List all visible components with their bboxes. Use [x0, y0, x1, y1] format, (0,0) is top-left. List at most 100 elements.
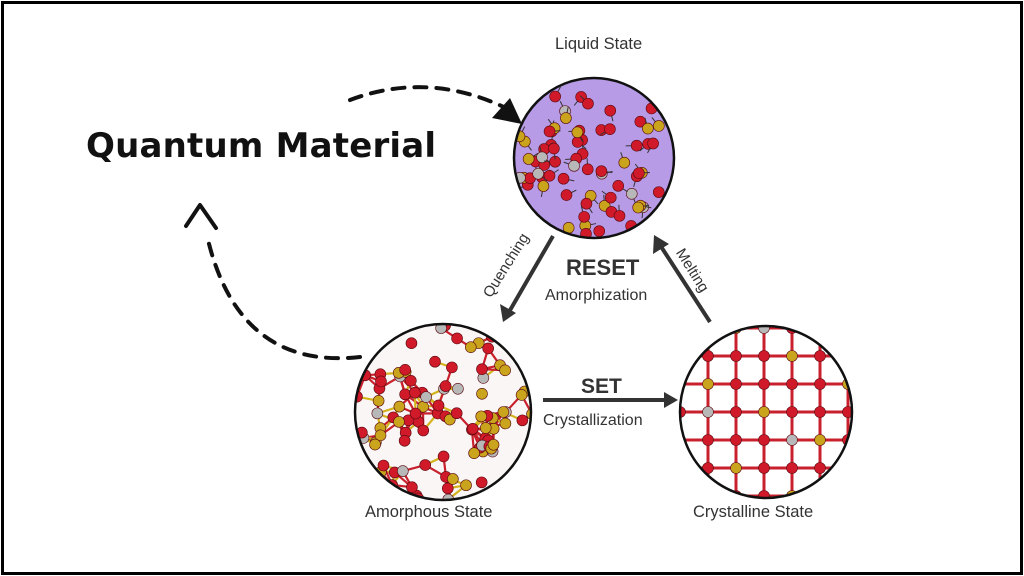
- atom: [549, 90, 561, 103]
- atom: [633, 167, 645, 179]
- atom: [653, 120, 665, 132]
- atom: [548, 142, 560, 155]
- atom: [652, 186, 665, 198]
- atom: [680, 350, 686, 362]
- liquid-state-circle: [512, 76, 676, 240]
- atom: [405, 337, 418, 349]
- atom: [786, 434, 798, 446]
- atom: [560, 189, 573, 201]
- atom: [393, 416, 405, 428]
- atom: [578, 211, 590, 223]
- atom: [786, 462, 798, 474]
- atom: [487, 438, 500, 451]
- atom: [568, 160, 580, 172]
- atom: [460, 479, 472, 492]
- atom: [702, 326, 714, 334]
- atom: [571, 126, 584, 139]
- atom: [702, 350, 714, 362]
- atom: [429, 355, 441, 368]
- atom: [557, 172, 570, 185]
- atom: [452, 382, 464, 395]
- atom: [758, 434, 770, 446]
- amorphous-state-circle: [353, 322, 533, 502]
- atom: [730, 350, 742, 362]
- atom: [730, 434, 742, 446]
- atom: [814, 326, 826, 334]
- atom: [399, 388, 411, 401]
- atom: [612, 180, 625, 192]
- atom: [604, 104, 617, 117]
- atom: [758, 378, 770, 390]
- atom: [499, 364, 511, 377]
- atom: [397, 465, 409, 477]
- atom: [447, 473, 459, 485]
- atom: [758, 406, 770, 418]
- atom: [377, 459, 390, 472]
- atom: [702, 406, 714, 418]
- atom: [369, 438, 381, 451]
- atom: [406, 481, 418, 493]
- atom: [522, 153, 535, 165]
- atom: [758, 326, 770, 334]
- atom: [393, 400, 406, 413]
- atom: [479, 422, 492, 434]
- atom: [680, 406, 686, 418]
- atom: [419, 459, 432, 471]
- atom: [814, 406, 826, 418]
- amorphous-state-label: Amorphous State: [365, 503, 493, 521]
- atom: [398, 434, 411, 447]
- atom: [814, 350, 826, 362]
- atom: [604, 123, 616, 135]
- atom: [758, 490, 770, 498]
- atom: [482, 342, 494, 355]
- atom: [450, 407, 463, 420]
- atom: [582, 97, 594, 110]
- atom: [441, 482, 454, 495]
- dashed-arrow-to-liquid: [348, 85, 512, 112]
- atom: [814, 490, 826, 498]
- atom: [432, 399, 445, 412]
- atom: [786, 350, 798, 362]
- atom: [499, 417, 512, 430]
- atom: [595, 165, 608, 177]
- atom: [702, 434, 714, 446]
- atom: [560, 112, 572, 124]
- atom: [625, 187, 638, 200]
- atom: [730, 462, 742, 474]
- atom: [730, 378, 742, 390]
- amorphization-label: Amorphization: [545, 287, 648, 304]
- atom: [630, 139, 643, 152]
- atom: [399, 364, 411, 376]
- atom: [786, 406, 798, 418]
- atom: [435, 324, 447, 334]
- melting-arrow: [653, 235, 712, 324]
- atom: [842, 326, 852, 334]
- atom: [618, 156, 631, 169]
- atom: [537, 180, 550, 192]
- atom: [475, 410, 488, 423]
- headline-title: Quantum Material: [86, 126, 437, 166]
- reset-label: RESET: [566, 255, 640, 280]
- atom: [409, 386, 421, 399]
- atom: [702, 462, 714, 474]
- crystalline-state-circle: [678, 324, 854, 500]
- atom: [536, 151, 548, 164]
- set-label: SET: [581, 375, 622, 398]
- atom: [613, 210, 626, 222]
- atom: [543, 125, 556, 138]
- atom: [475, 476, 488, 489]
- dashed-arrow-from-amorphous: [206, 238, 362, 361]
- atom: [476, 363, 488, 375]
- atom: [758, 350, 770, 362]
- atom: [372, 395, 385, 407]
- atom: [374, 429, 387, 442]
- atom: [842, 350, 852, 362]
- atom: [593, 225, 606, 237]
- atom: [476, 388, 488, 400]
- atom: [439, 380, 452, 392]
- atom: [371, 407, 384, 420]
- atom: [647, 137, 659, 150]
- atom: [680, 462, 686, 474]
